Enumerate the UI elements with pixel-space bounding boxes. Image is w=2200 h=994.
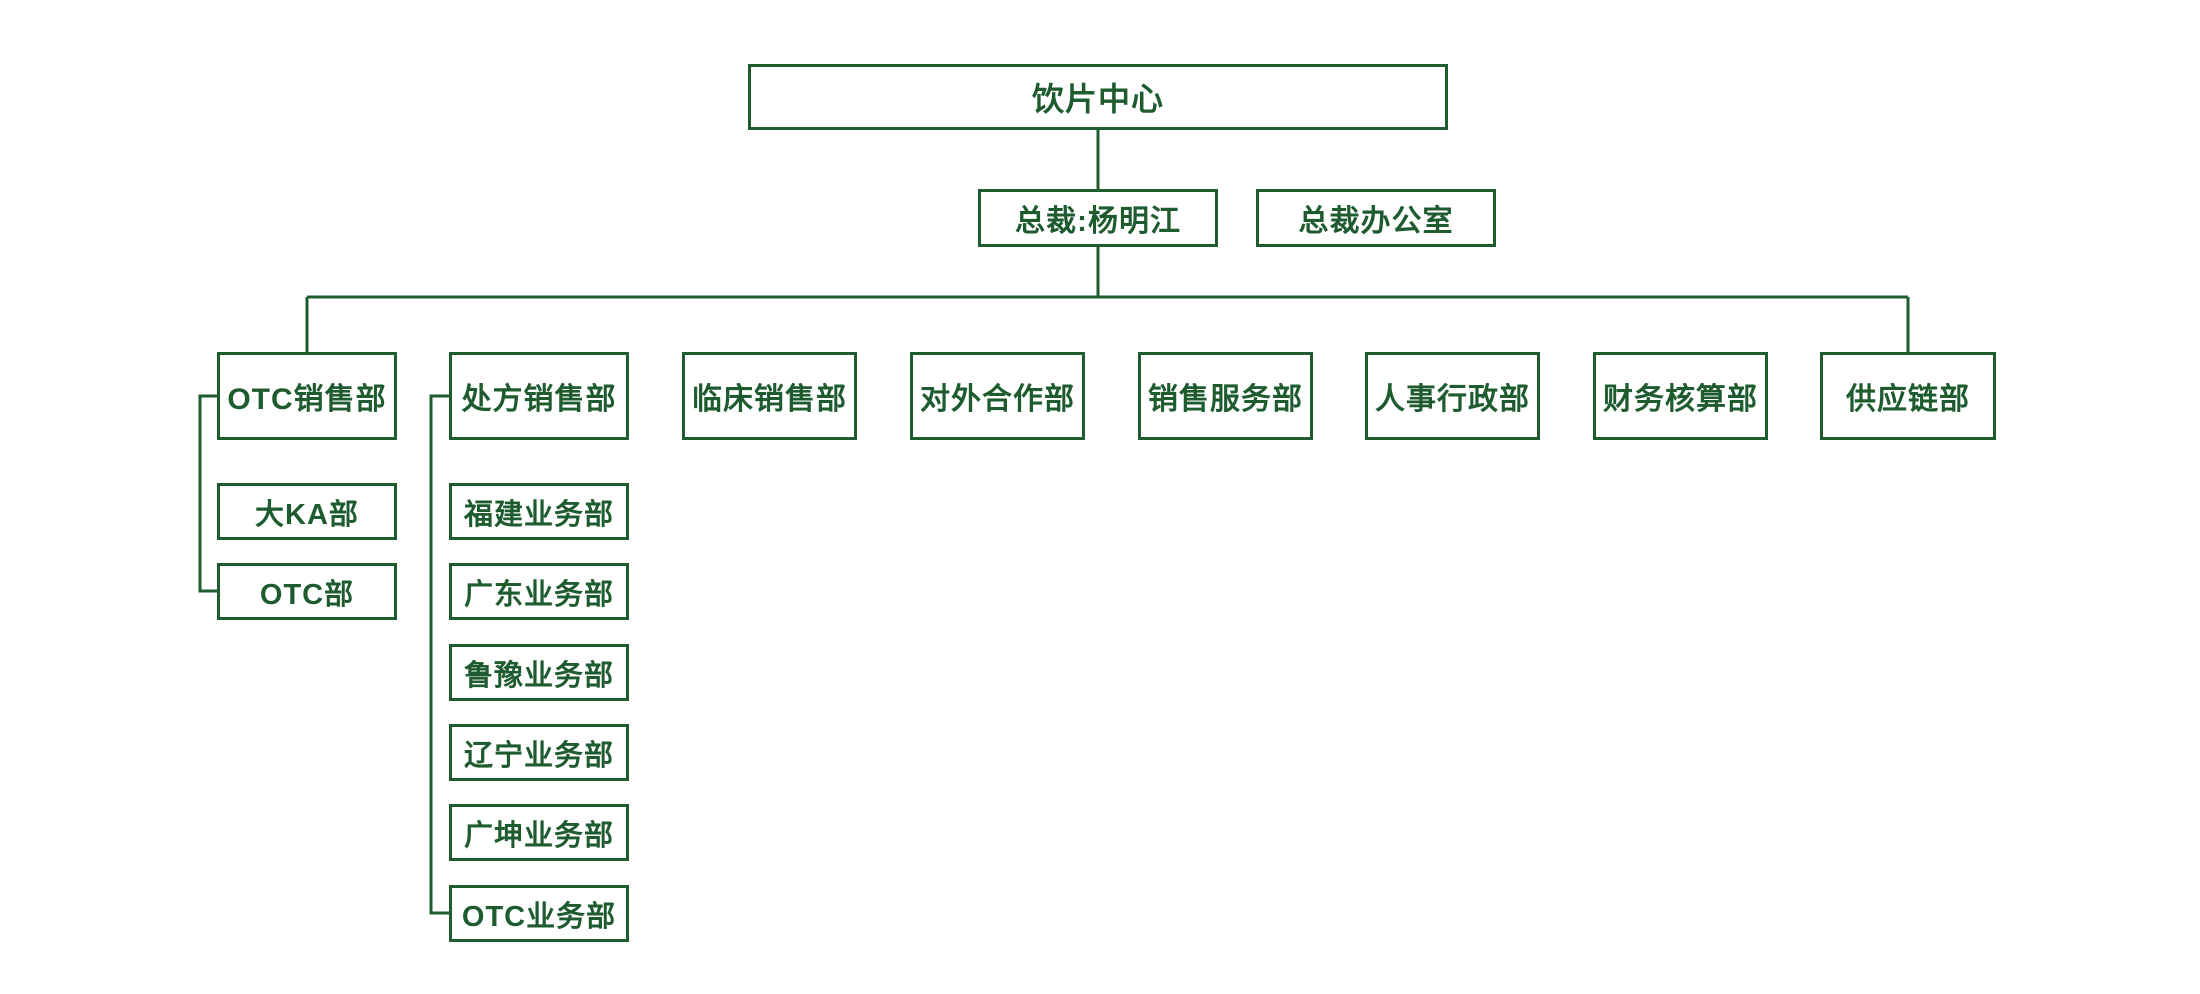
- org-node-dept-finance-accounting: 财务核算部: [1593, 352, 1768, 440]
- org-node-label: 广东业务部: [463, 578, 614, 611]
- org-node-label: 销售服务部: [1148, 383, 1303, 416]
- org-node-label: 大KA部: [255, 498, 359, 531]
- org-node-sub-liaoning: 辽宁业务部: [449, 724, 629, 781]
- org-node-dept-external-cooperation: 对外合作部: [910, 352, 1085, 440]
- org-node-sub-otc: OTC部: [217, 563, 397, 620]
- org-node-label: 辽宁业务部: [463, 739, 614, 772]
- org-node-sub-big-ka: 大KA部: [217, 483, 397, 540]
- org-node-sub-luyu: 鲁豫业务部: [449, 644, 629, 701]
- org-node-dept-sales-service: 销售服务部: [1138, 352, 1313, 440]
- org-node-label: 饮片中心: [1031, 81, 1164, 117]
- org-node-label: 总裁办公室: [1298, 205, 1454, 238]
- org-node-label: 人事行政部: [1375, 383, 1530, 416]
- org-node-dept-supply-chain: 供应链部: [1820, 352, 1996, 440]
- org-node-sub-otc-business: OTC业务部: [449, 885, 629, 942]
- org-node-sub-guangdong: 广东业务部: [449, 563, 629, 620]
- org-node-label: OTC业务部: [461, 900, 617, 933]
- org-node-label: 鲁豫业务部: [463, 659, 614, 692]
- connector-otc-sales-subtree: [198, 394, 217, 593]
- org-node-label: 财务核算部: [1603, 383, 1758, 416]
- connector-prescription-sales-subtree: [429, 394, 449, 915]
- org-node-label: 广坤业务部: [463, 819, 614, 852]
- org-node-label: 处方销售部: [461, 383, 617, 416]
- org-node-label: 对外合作部: [920, 383, 1075, 416]
- org-node-root: 饮片中心: [748, 64, 1448, 130]
- org-node-label: 临床销售部: [692, 383, 847, 416]
- org-node-dept-clinical-sales: 临床销售部: [682, 352, 857, 440]
- org-node-label: OTC部: [259, 578, 355, 611]
- org-node-sub-guangkun: 广坤业务部: [449, 804, 629, 861]
- org-node-label: 供应链部: [1846, 383, 1970, 416]
- org-node-dept-otc-sales: OTC销售部: [217, 352, 397, 440]
- org-node-executive: 总裁:杨明江: [978, 189, 1218, 247]
- org-node-label: OTC销售部: [227, 383, 387, 416]
- org-node-label: 总裁:杨明江: [1015, 205, 1181, 238]
- org-node-label: 福建业务部: [463, 498, 614, 531]
- org-node-executive-office: 总裁办公室: [1256, 189, 1496, 247]
- org-node-dept-prescription-sales: 处方销售部: [449, 352, 629, 440]
- org-node-dept-hr-admin: 人事行政部: [1365, 352, 1540, 440]
- org-node-sub-fujian: 福建业务部: [449, 483, 629, 540]
